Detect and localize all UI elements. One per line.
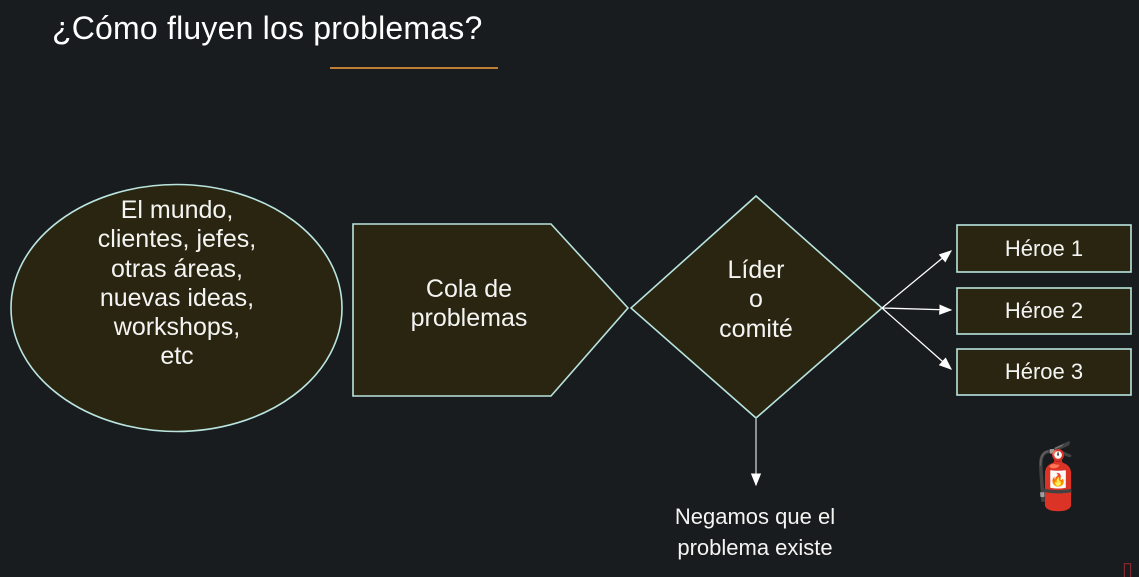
- node-hero-3-shape: [956, 348, 1132, 396]
- connector-decision-to-hero-2: [881, 304, 953, 315]
- fire-extinguisher-icon: 🧯: [1017, 440, 1097, 514]
- corner-artifact-mark: ▯: [1122, 560, 1134, 577]
- node-hero-2-shape: [956, 287, 1132, 335]
- connector-decision-to-hero-1: [881, 250, 953, 309]
- node-hero-1-shape: [956, 224, 1132, 273]
- node-decision-shape: [629, 194, 884, 420]
- node-queue-shape: [352, 223, 630, 397]
- node-source-shape: [10, 183, 343, 433]
- page-title: ¿Cómo fluyen los problemas?: [52, 10, 483, 46]
- title-accent-rule: [330, 67, 498, 69]
- connector-decision-to-hero-3: [881, 307, 952, 370]
